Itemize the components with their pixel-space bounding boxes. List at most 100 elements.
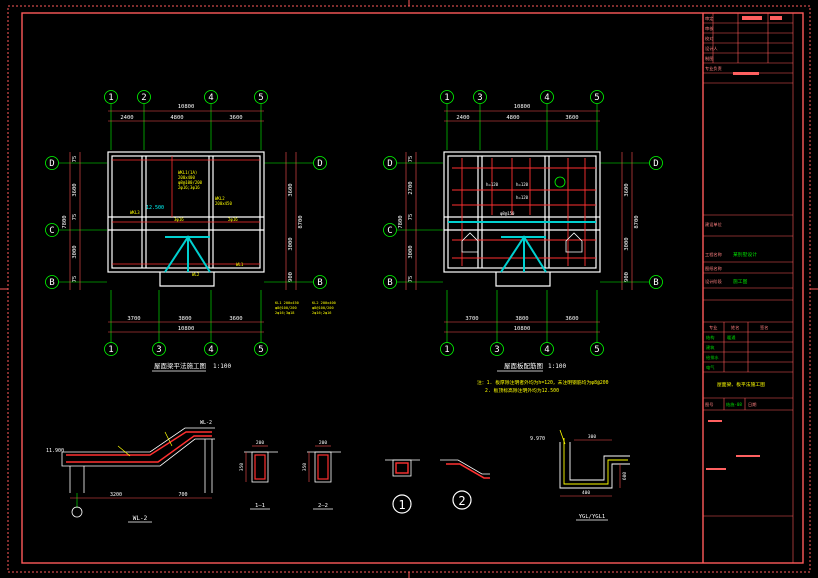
plan-title: 屋面板配筋图 [504, 361, 543, 370]
axis-bubble-top-2 [137, 90, 151, 104]
dim-text: 75 [72, 156, 78, 163]
dim-text: 3000 [408, 245, 414, 258]
axis-bubble-bottom-3 [204, 342, 218, 356]
axis-label: 3 [156, 345, 161, 355]
detail-label: YGL/YGL1 [579, 514, 606, 520]
axis-bubble-bottom-4 [254, 342, 268, 356]
axis-label: 4 [208, 345, 213, 355]
axis-label: D [387, 159, 392, 169]
dim-text: 10800 [178, 326, 195, 332]
axis-label: 5 [594, 345, 599, 355]
detail-sections: 3200 700 11.900 WL-2 WL-2 200 350 1—1 [46, 420, 630, 523]
dim-text: 350 [239, 463, 245, 471]
panel-role-row: 电气 [706, 364, 715, 370]
detail-marker [554, 176, 566, 188]
beam-annotation: 200x450 [215, 201, 232, 206]
dim-text: 2400 [456, 115, 469, 121]
dim-text: 3800 [178, 316, 191, 322]
detail-label: WL-2 [133, 515, 148, 522]
dim-text: 350 [302, 463, 308, 471]
note-annotation: KL1 200x450 [275, 301, 299, 305]
panel-field-label: 日期 [748, 402, 756, 408]
dim-text: 10800 [178, 104, 195, 110]
dim-text: 2400 [120, 115, 133, 121]
axis-bubble-top-3 [204, 90, 218, 104]
elevation-mark: 12.500 [146, 205, 164, 211]
dim-text: 3000 [72, 245, 78, 258]
dim-text: 3700 [465, 316, 478, 322]
detail-circle [452, 490, 472, 510]
beam-annotation: WL2 [192, 272, 200, 277]
beam-annotation: 2φ16;3φ16 [178, 185, 200, 190]
axis-label: 5 [594, 93, 599, 103]
axis-label: C [49, 226, 54, 236]
axis-label: D [653, 159, 658, 169]
dim-text: 8700 [634, 215, 640, 228]
axis-label: B [317, 278, 322, 288]
axis-bubble-detail [71, 506, 83, 518]
panel-row-label: 审核 [705, 25, 714, 32]
roof-slab-plan: 1 3 4 5 1 3 4 5 D C B D B 10800 2400 [383, 90, 663, 394]
panel-drawing-no: 结施-08 [726, 401, 742, 408]
dim-text: 75 [408, 276, 414, 283]
plan-title: 屋面梁平法施工图 [154, 361, 206, 370]
title-block: 审定 审核 校对 设计人 制图 专业负责 建设单位 工程名称 某别墅设计 图纸名… [702, 13, 794, 563]
dim-text: 75 [72, 276, 78, 283]
axis-label: B [387, 278, 392, 288]
panel-role-row: 暖通 [727, 334, 736, 341]
beam-annotation: WKL1(1A) [178, 170, 197, 175]
panel-field-label: 工程名称 [705, 251, 722, 258]
dim-text: 900 [624, 272, 630, 282]
dim-text: 3600 [229, 115, 242, 121]
dim-text: 3600 [565, 115, 578, 121]
dim-text: 8700 [298, 215, 304, 228]
axis-label: 1 [444, 93, 449, 103]
axis-bubble-right-1 [313, 156, 327, 170]
dim-text: 600 [622, 472, 628, 480]
axis-label: 4 [544, 93, 549, 103]
plan-note: 2. 板顶标高除注明外均为12.500 [485, 387, 559, 394]
axis-label: 1 [108, 345, 113, 355]
panel-role-header: 姓名 [731, 324, 739, 331]
axis-bubble-left-3 [383, 275, 397, 289]
dim-text: 400 [582, 490, 590, 496]
dim-text: 700 [178, 492, 187, 498]
axis-bubble-top-3 [540, 90, 554, 104]
dim-text: 10800 [514, 326, 531, 332]
inner-frame [21, 12, 804, 564]
skylight-shape [461, 232, 479, 253]
axis-bubble-right-2 [649, 275, 663, 289]
panel-field-label: 设计阶段 [705, 278, 723, 285]
axis-label: 3 [477, 93, 482, 103]
section-label: 1—1 [255, 503, 265, 509]
plan-scale: 1:100 [548, 363, 566, 370]
panel-row-label: 审定 [705, 15, 713, 22]
building-outline [107, 151, 265, 273]
axis-label: 5 [258, 345, 263, 355]
beam-annotation: 200x400 [178, 175, 195, 180]
axis-bubble-bottom-4 [590, 342, 604, 356]
axis-label: D [317, 159, 322, 169]
roof-beam-plan: 1 2 4 5 1 3 4 5 D C B D B 10800 240 [45, 90, 336, 372]
plan-note: 注：1. 板厚除注明者外均为h=120，未注明钢筋均为φ8@200 [477, 379, 609, 386]
dim-text: 3600 [229, 316, 242, 322]
axis-bubble-top-4 [590, 90, 604, 104]
beam-annotation: WL1 [236, 262, 244, 267]
note-annotation: KL2 200x400 [312, 301, 336, 305]
dim-text: 300 [588, 434, 596, 440]
dim-text: 75 [72, 214, 78, 221]
panel-row-label: 校对 [705, 35, 713, 42]
dim-text: 75 [408, 156, 414, 163]
dim-text: 3800 [515, 316, 528, 322]
note-annotation: φ8@100/200 [275, 306, 297, 310]
axis-bubble-left-1 [45, 156, 59, 170]
dim-text: 4800 [170, 115, 183, 121]
ygl-detail: 300 400 600 9.970 YGL/YGL1 [530, 429, 630, 521]
plan-scale: 1:100 [213, 363, 231, 370]
axis-bubble-bottom-1 [104, 342, 118, 356]
elevation-mark: 9.970 [530, 436, 545, 442]
detail-2: 2 [440, 459, 490, 510]
slab-annotation: h=120 [516, 182, 529, 187]
